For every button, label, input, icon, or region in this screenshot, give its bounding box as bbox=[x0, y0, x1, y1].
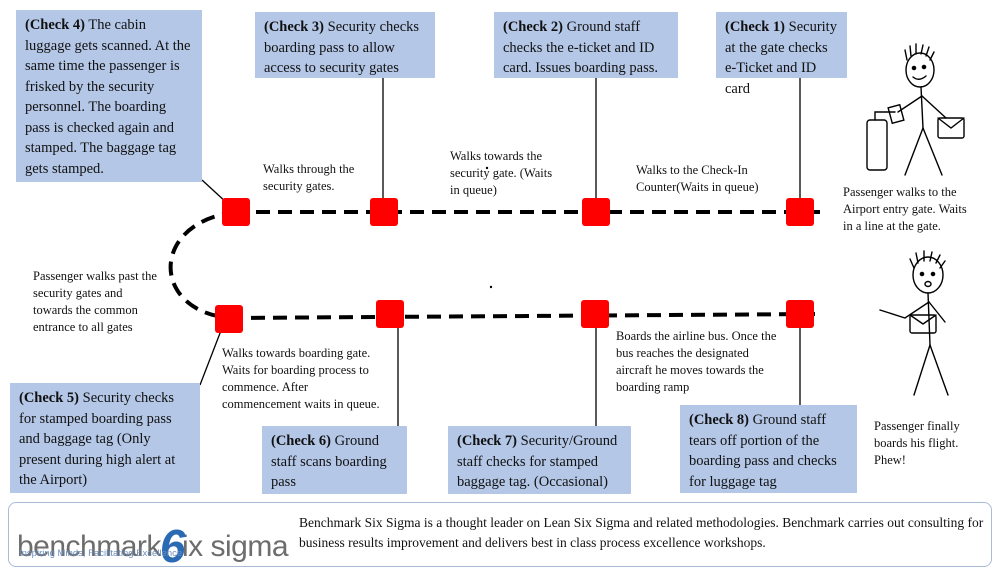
check-4-box: (Check 4) The cabin luggage gets scanned… bbox=[16, 10, 202, 182]
checkpoint-7 bbox=[581, 300, 609, 328]
check-2-box: (Check 2) Ground staff checks the e-tick… bbox=[494, 12, 678, 78]
note-bus: Boards the airline bus. Once the bus rea… bbox=[616, 329, 777, 394]
note-to-checkin: Walks to the Check-In Counter(Waits in q… bbox=[636, 163, 759, 194]
note-to-security: Walks towards the security gate. (Waits … bbox=[450, 149, 553, 197]
note-past-security: Passenger walks past the security gates … bbox=[33, 269, 157, 334]
note-final: Passenger finally boards his flight. Phe… bbox=[874, 419, 960, 467]
checkpoint-6 bbox=[376, 300, 404, 328]
check-1-box: (Check 1) Security at the gate checks e-… bbox=[716, 12, 847, 97]
note-entry: Passenger walks to the Airport entry gat… bbox=[843, 185, 967, 233]
check-6-box: (Check 6) Ground staff scans boarding pa… bbox=[262, 426, 407, 494]
footer-description: Benchmark Six Sigma is a thought leader … bbox=[299, 515, 984, 550]
check-8-box: (Check 8) Ground staff tears off portion… bbox=[680, 405, 857, 493]
passenger-path-bottom bbox=[228, 312, 821, 320]
benchmark-six-sigma-logo: benchmark6ix sigma Inspiring Minds, Faci… bbox=[17, 520, 289, 572]
check-7-box: (Check 7) Security/Ground staff checks f… bbox=[448, 426, 631, 494]
passenger-arriving-figure bbox=[866, 43, 965, 176]
checkpoint-8 bbox=[786, 300, 814, 328]
note-to-boarding: Walks towards boarding gate. Waits for b… bbox=[222, 346, 380, 411]
checkpoint-5 bbox=[215, 305, 243, 333]
passenger-boarding-figure bbox=[879, 250, 949, 396]
passenger-path-curve bbox=[168, 210, 237, 320]
check-5-box: (Check 5) Security checks for stamped bo… bbox=[10, 383, 200, 493]
check-3-box: (Check 3) Security checks boarding pass … bbox=[255, 12, 435, 78]
checkpoint-2 bbox=[582, 198, 610, 226]
note-through-security: Walks through the security gates. bbox=[263, 162, 355, 193]
footer-banner: benchmark6ix sigma Inspiring Minds, Faci… bbox=[8, 502, 992, 572]
checkpoint-1 bbox=[786, 198, 814, 226]
checkpoint-4 bbox=[222, 198, 250, 226]
connector-check-5 bbox=[199, 327, 223, 386]
checkpoint-3 bbox=[370, 198, 398, 226]
